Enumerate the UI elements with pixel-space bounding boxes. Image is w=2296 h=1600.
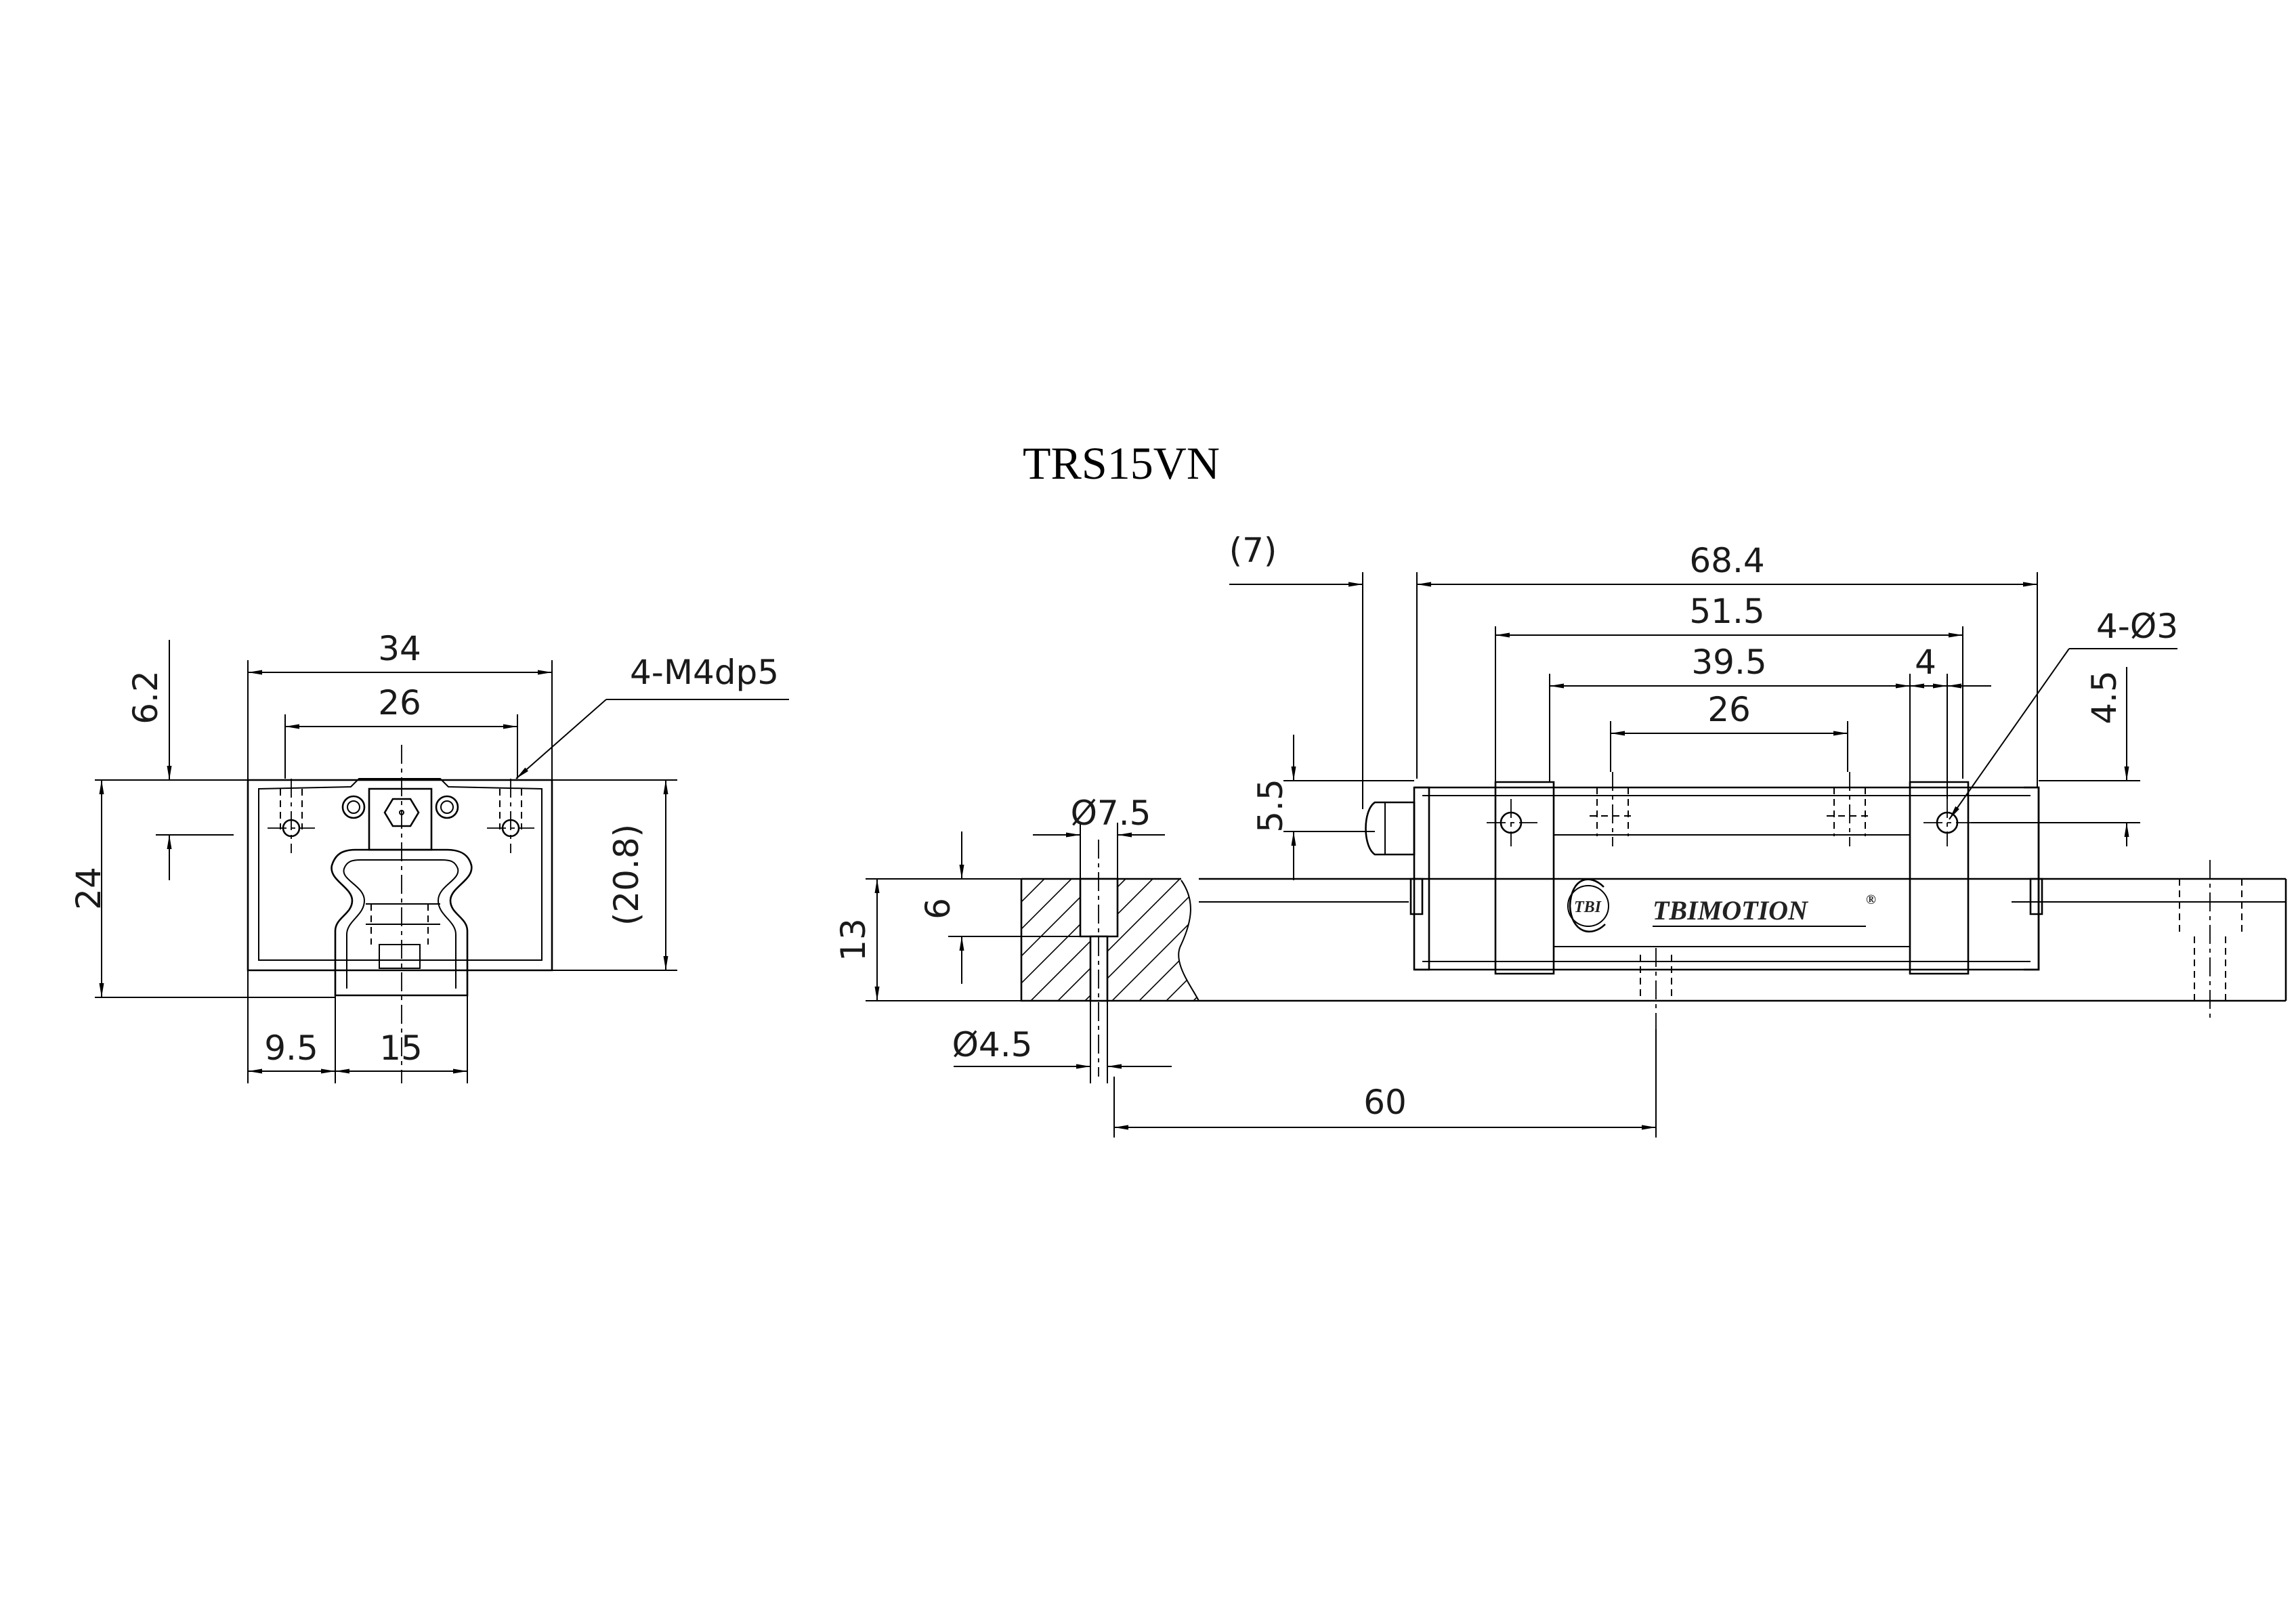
side-dimensions: (7) 68.4 51.5 39.5 4 26 4-Ø3 4.5 [834, 531, 2178, 1138]
front-dimensions: 34 26 24 6.2 (20.8) 9.5 15 4-M4dp5 [69, 629, 789, 1083]
dim-height-ref: (20.8) [607, 824, 646, 926]
dim-rail-width: 15 [379, 1029, 423, 1068]
dim-width-total: 34 [378, 629, 421, 668]
carriage-outline [247, 778, 553, 972]
dim-rail-height: 13 [834, 918, 873, 961]
dim-body-length: 51.5 [1689, 592, 1764, 631]
dim-tap-holes: 4-M4dp5 [630, 653, 779, 692]
dim-counterbore-dia: Ø7.5 [1071, 794, 1151, 833]
dim-length-total: 68.4 [1689, 541, 1764, 580]
dim-hole-spacing-long: 39.5 [1691, 643, 1766, 682]
carriage-block [1365, 772, 2043, 975]
rail-section [1020, 840, 1199, 1077]
dim-edge-offset: 4 [1915, 643, 1936, 682]
dim-bolt-hole-dia: Ø4.5 [952, 1025, 1033, 1064]
logo-text: TBI [1574, 899, 1602, 916]
brand-logo: TBI TBIMOTION ® [1567, 878, 1876, 932]
section-hatching [1021, 879, 1199, 1001]
dim-hole-spacing: 26 [378, 683, 421, 722]
dim-grease-holes: 4-Ø3 [2096, 607, 2178, 646]
registered-mark: ® [1866, 892, 1876, 907]
brand-name: TBIMOTION [1653, 895, 1809, 926]
side-view: TBI TBIMOTION ® [1020, 772, 2287, 1077]
dim-hole-spacing-side: 26 [1707, 690, 1751, 729]
dim-height-total: 24 [69, 867, 108, 910]
rail-body [1199, 860, 2287, 1029]
dim-top-offset: 6.2 [126, 670, 165, 725]
dim-seal-ref: (7) [1229, 531, 1277, 570]
dim-grease-height: 4.5 [2085, 670, 2124, 725]
tapped-holes-front [280, 789, 522, 838]
drawing-title: TRS15VN [1023, 437, 1220, 489]
dim-nipple-height: 5.5 [1251, 779, 1290, 833]
dim-pitch: 60 [1363, 1083, 1407, 1122]
dim-counterbore-depth: 6 [918, 898, 958, 920]
dim-rail-offset: 9.5 [264, 1029, 318, 1068]
rail-profile [331, 848, 473, 997]
front-view [247, 745, 553, 1083]
grease-nipple-front [341, 787, 459, 851]
